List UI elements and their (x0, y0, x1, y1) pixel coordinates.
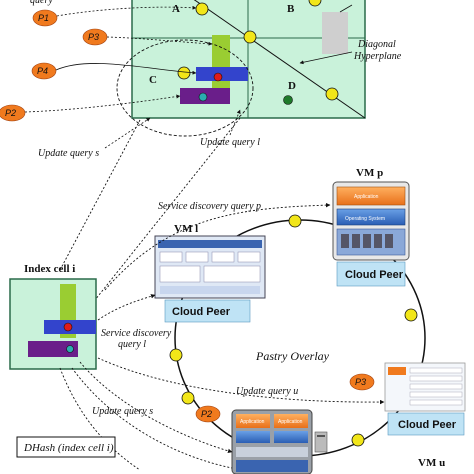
query-p3: P3 (88, 32, 99, 42)
vm-l-peer: Cloud Peer (172, 306, 231, 318)
query-p4: P4 (37, 66, 48, 76)
index-cell-label: Index cell i (24, 263, 75, 275)
red-point (213, 72, 223, 82)
vm-bottom-app1: Application (240, 419, 265, 425)
vm-l: VM l Cloud Peer (154, 223, 266, 323)
vm-u: Cloud Peer VM u (384, 362, 466, 469)
diagonal-label-1: Diagonal (357, 39, 396, 50)
vm-bottom-app2: Application (278, 419, 303, 425)
query-p2-bottom: P2 (201, 409, 212, 419)
diagonal-label-2: Hyperplane (353, 51, 402, 62)
region-ellipse (116, 39, 254, 137)
index-cell (9, 278, 97, 370)
vm-p-peer: Cloud Peer (345, 269, 404, 281)
vm-bottom: Application Application (231, 409, 313, 474)
update-query-s-top: Update query s (38, 148, 99, 159)
cyan-point (198, 92, 208, 102)
cell-d-label: D (288, 80, 296, 92)
vm-u-peer: Cloud Peer (398, 419, 457, 431)
service-discovery-p: Service discovery query p (158, 201, 261, 212)
green-point (283, 95, 293, 105)
query-nodes-top: P1 P3 P4 P2 (0, 9, 108, 122)
cell-a-label: A (172, 3, 180, 15)
update-query-l-top: Update query l (200, 137, 260, 148)
server-icon (314, 431, 328, 453)
dhash-label: DHash (index cell i) (23, 442, 114, 454)
query-p2: P2 (5, 108, 16, 118)
vm-p: VM p Application Operating System Cloud … (332, 167, 410, 287)
update-query-s-bottom: Update query s (92, 406, 153, 417)
green-bar (212, 35, 230, 90)
vm-p-app: Application (354, 194, 379, 200)
gray-block (322, 12, 348, 54)
vm-p-title: VM p (356, 167, 383, 179)
grid-nodes (177, 0, 339, 101)
pastry-overlay-label: Pastry Overlay (255, 349, 330, 363)
index-grid: A B C D (131, 0, 366, 119)
blue-block (196, 67, 248, 81)
cell-b-label: B (287, 3, 295, 15)
query-p3-bottom: P3 (355, 377, 366, 387)
vm-p-os: Operating System (345, 216, 385, 222)
update-query-u: Update query u (236, 386, 298, 397)
top-cut-label: query (30, 0, 53, 6)
service-discovery-l-1: Service discovery (101, 328, 172, 339)
dhash-box (16, 436, 116, 458)
cell-c-label: C (149, 74, 157, 86)
vm-u-title: VM u (418, 457, 445, 469)
service-discovery-l-2: query l (118, 339, 146, 350)
query-p1: P1 (38, 13, 49, 23)
vm-l-title: VM l (174, 223, 198, 235)
